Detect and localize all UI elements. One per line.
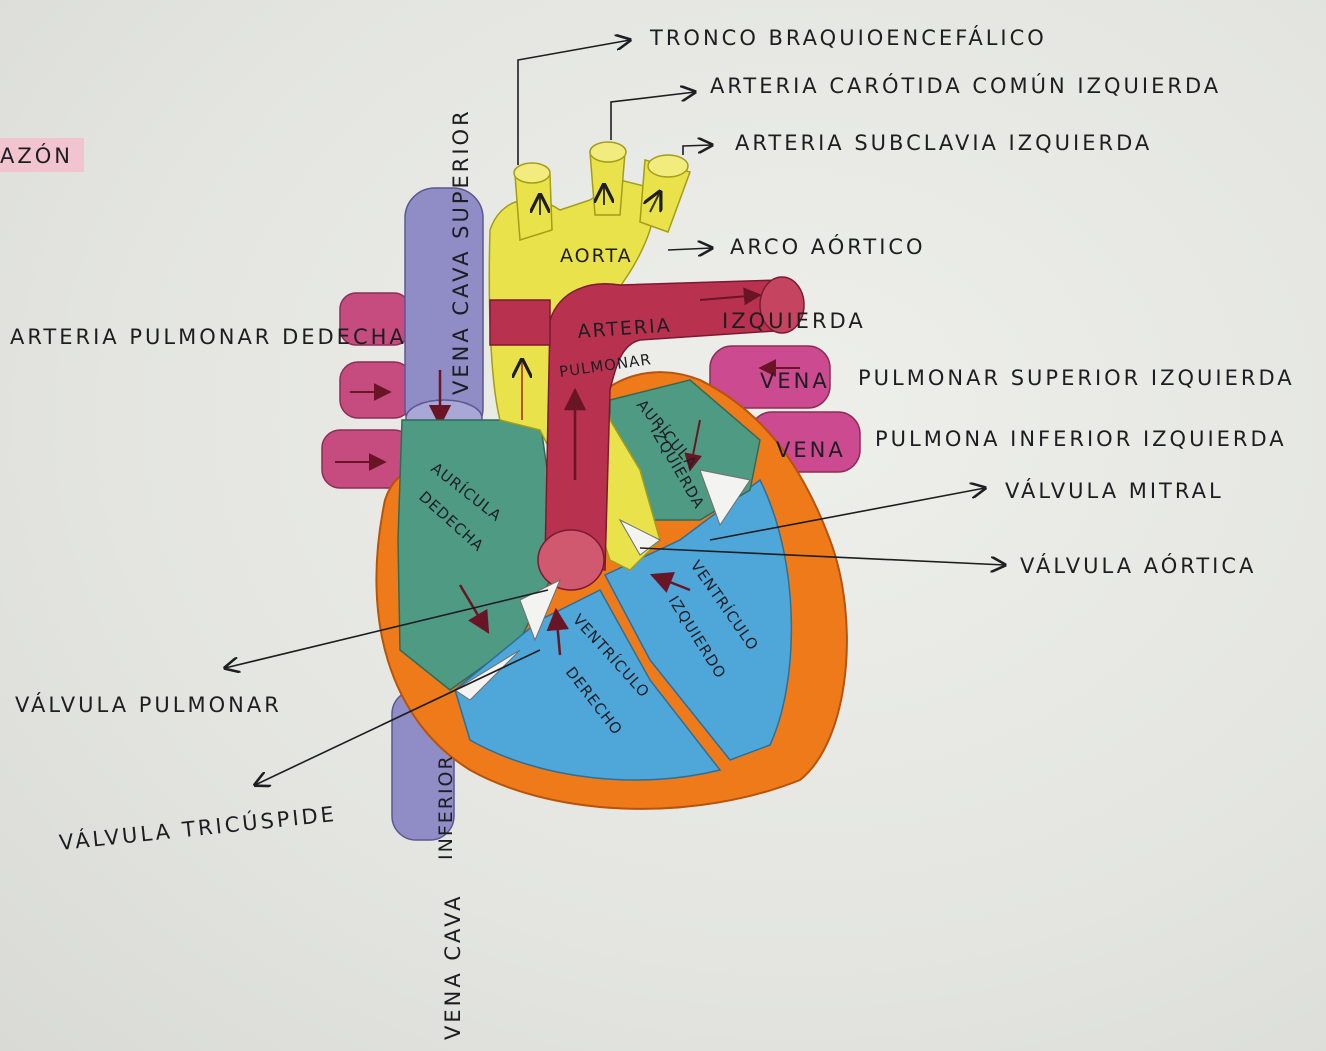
label-valvula-aortica: VÁLVULA AÓRTICA bbox=[1020, 553, 1256, 578]
label-vena-cava-inf-1: INFERIOR bbox=[435, 754, 457, 860]
label-valvula-tricuspide: VÁLVULA TRICÚSPIDE bbox=[58, 801, 338, 855]
label-art-pulm-der: ARTERIA PULMONAR DEDECHA bbox=[10, 325, 407, 349]
label-valvula-pulmonar: VÁLVULA PULMONAR bbox=[15, 692, 282, 717]
label-vena-pulm-sup-1: VENA bbox=[760, 369, 830, 393]
label-subclavia: ARTERIA SUBCLAVIA IZQUIERDA bbox=[735, 131, 1152, 155]
label-aorta: AORTA bbox=[560, 245, 633, 267]
label-art-pulm-izq-3: IZQUIERDA bbox=[722, 309, 866, 333]
label-vena-pulm-inf-2: PULMONA INFERIOR IZQUIERDA bbox=[875, 427, 1287, 451]
label-vena-pulm-sup-2: PULMONAR SUPERIOR IZQUIERDA bbox=[858, 366, 1295, 390]
label-vena-cava-sup: VENA CAVA SUPERIOR bbox=[449, 108, 473, 395]
label-vena-cava-inf-2: VENA CAVA bbox=[441, 894, 465, 1040]
title-fragment: AZÓN bbox=[0, 143, 73, 168]
label-arco: ARCO AÓRTICO bbox=[730, 234, 926, 259]
label-tronco: TRONCO BRAQUIOENCEFÁLICO bbox=[649, 25, 1047, 50]
label-carotida: ARTERIA CARÓTIDA COMÚN IZQUIERDA bbox=[710, 73, 1221, 98]
right-pulmonary-veins bbox=[322, 293, 412, 488]
label-valvula-mitral: VÁLVULA MITRAL bbox=[1005, 478, 1224, 503]
label-vena-pulm-inf-1: VENA bbox=[776, 438, 846, 462]
